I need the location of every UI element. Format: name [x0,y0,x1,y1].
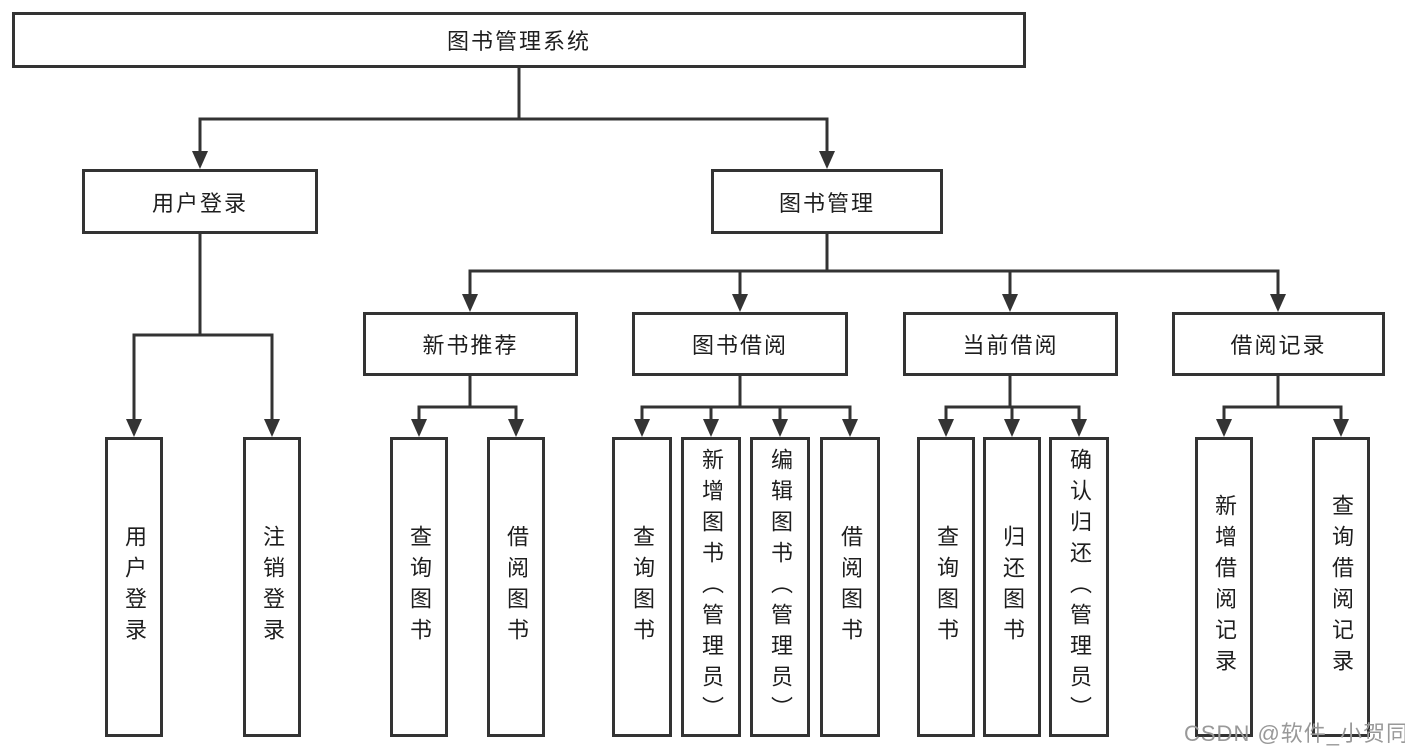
arrowhead-icon [703,419,719,437]
node-label: 借阅图书 [504,525,529,649]
arrowhead-icon [126,419,142,437]
leaf-borrow-borrow-books: 借阅图书 [820,437,880,737]
leaf-recommend-borrow-books: 借阅图书 [487,437,545,737]
node-user-login: 用户登录 [82,169,318,234]
node-label: 新书推荐 [422,333,519,358]
leaf-borrow-query-books: 查询图书 [612,437,672,737]
node-label: 新增借阅记录 [1212,494,1237,680]
arrowhead-icon [462,294,478,312]
connector-records-to-leaves [1216,374,1349,437]
node-label: 查询图书 [630,525,655,649]
node-label: 查询借阅记录 [1329,494,1354,680]
arrowhead-icon [1216,419,1232,437]
leaf-records-add-borrow-record: 新增借阅记录 [1195,437,1253,737]
node-label: 编辑图书（管理员） [768,447,793,727]
arrowhead-icon [1333,419,1349,437]
arrowhead-icon [634,419,650,437]
arrowhead-icon [1071,419,1087,437]
csdn-watermark: CSDN @软件_小贺同学 [1184,721,1405,746]
leaf-recommend-query-books: 查询图书 [390,437,448,737]
leaf-current-query-books: 查询图书 [917,437,975,737]
node-label: 确认归还（管理员） [1067,447,1092,727]
node-label: 图书管理 [778,190,875,216]
node-book-borrow: 图书借阅 [632,312,848,376]
node-label: 当前借阅 [962,333,1059,358]
leaf-borrow-edit-books-admin: 编辑图书（管理员） [750,437,810,737]
arrowhead-icon [842,419,858,437]
connector-recommend-to-leaves [411,374,524,437]
arrowhead-icon [192,151,208,169]
arrowhead-icon [1270,294,1286,312]
connector-bookmgmt-to-level3 [462,232,1286,312]
leaf-current-confirm-return-admin: 确认归还（管理员） [1049,437,1109,737]
node-label: 注销登录 [260,525,285,649]
arrowhead-icon [938,419,954,437]
arrowhead-icon [1004,419,1020,437]
node-label: 新增图书（管理员） [699,447,724,727]
node-label: 借阅图书 [838,525,863,649]
leaf-login-logout: 注销登录 [243,437,301,737]
node-root: 图书管理系统 [12,12,1026,68]
connector-current-to-leaves [938,374,1087,437]
connector-root-to-level2 [192,66,835,169]
leaf-login-user-login: 用户登录 [105,437,163,737]
node-current-borrow: 当前借阅 [903,312,1118,376]
node-label: 归还图书 [1000,525,1025,649]
arrowhead-icon [1002,294,1018,312]
arrowhead-icon [732,294,748,312]
node-label: 用户登录 [122,525,147,649]
leaf-records-query-borrow-record: 查询借阅记录 [1312,437,1370,737]
connector-borrow-to-leaves [634,374,858,437]
node-label: 查询图书 [407,525,432,649]
node-label: 图书借阅 [691,333,788,358]
arrowhead-icon [772,419,788,437]
arrowhead-icon [411,419,427,437]
arrowhead-icon [264,419,280,437]
leaf-current-return-books: 归还图书 [983,437,1041,737]
arrowhead-icon [508,419,524,437]
node-book-management: 图书管理 [711,169,943,234]
connector-login-to-leaves [126,232,280,437]
node-borrow-records: 借阅记录 [1172,312,1385,376]
node-label: 图书管理系统 [446,29,591,54]
node-label: 查询图书 [934,525,959,649]
node-label: 用户登录 [151,190,248,216]
node-new-book-recommend: 新书推荐 [363,312,578,376]
leaf-borrow-add-books-admin: 新增图书（管理员） [681,437,741,737]
node-label: 借阅记录 [1230,333,1327,358]
arrowhead-icon [819,151,835,169]
